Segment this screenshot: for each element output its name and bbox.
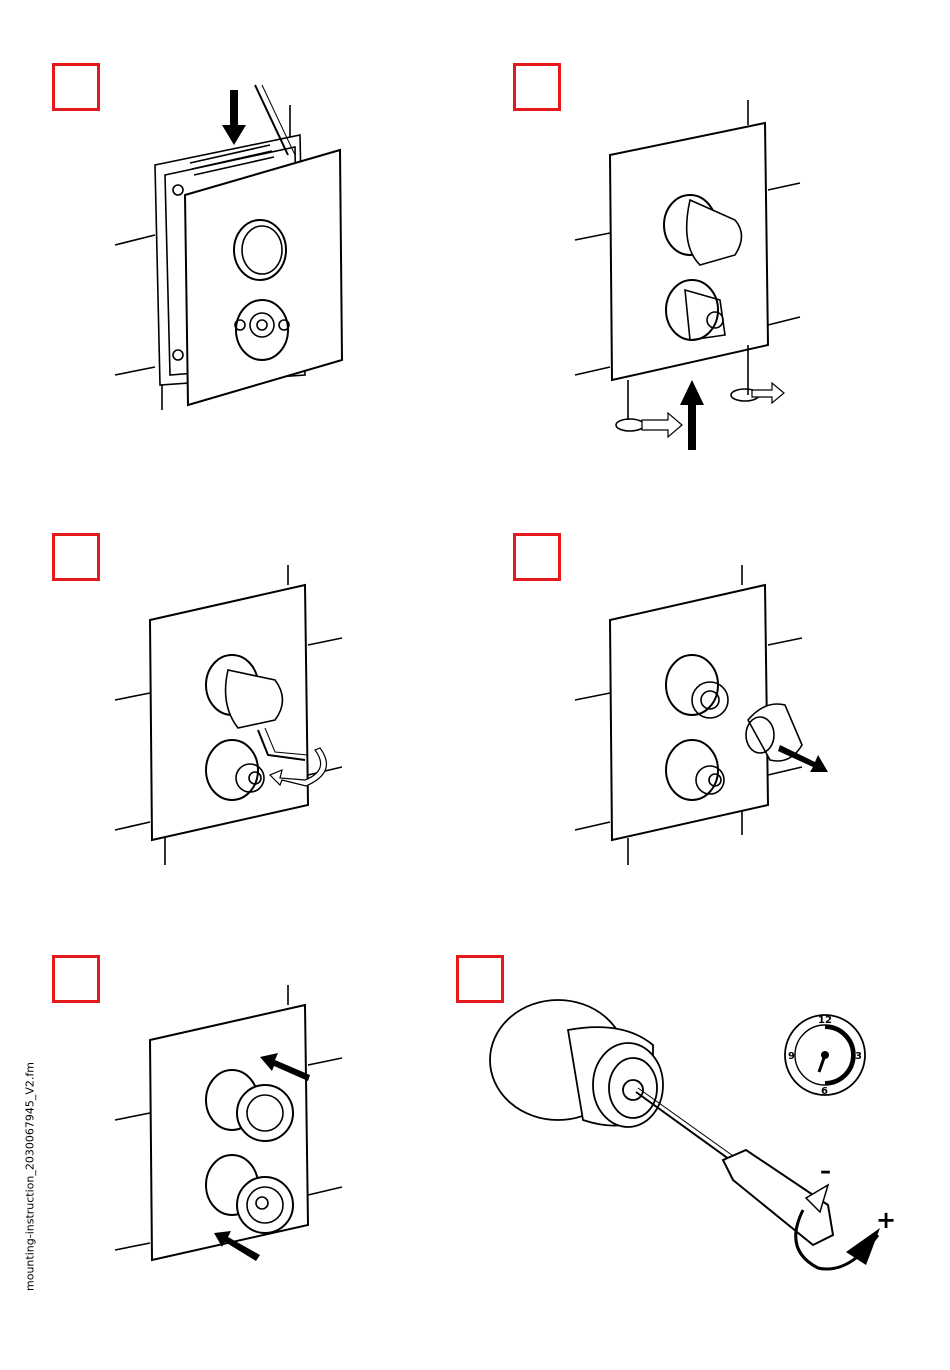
illustration-step-5 <box>110 985 360 1285</box>
illustration-step-1 <box>110 85 360 415</box>
step-box-2 <box>513 63 561 111</box>
temperature-dial: 12 3 6 9 <box>785 1015 865 1097</box>
dial-number-3: 3 <box>855 1051 862 1062</box>
illustration-step-6: – + 12 3 6 9 <box>488 990 908 1290</box>
illustration-step-4 <box>570 560 840 870</box>
dial-number-6: 6 <box>821 1086 828 1097</box>
minus-sign: – <box>820 1159 831 1184</box>
dial-number-9: 9 <box>788 1051 795 1062</box>
step-box-3 <box>52 533 100 581</box>
step-box-4 <box>513 533 561 581</box>
step-box-5 <box>52 955 100 1003</box>
document-file-label: mounting-instruction_2030067945_V2.fm <box>24 1057 37 1297</box>
plus-sign: + <box>876 1206 896 1234</box>
dial-number-12: 12 <box>818 1015 832 1026</box>
illustration-step-3 <box>110 560 360 870</box>
step-box-1 <box>52 63 100 111</box>
illustration-step-2 <box>570 95 800 455</box>
